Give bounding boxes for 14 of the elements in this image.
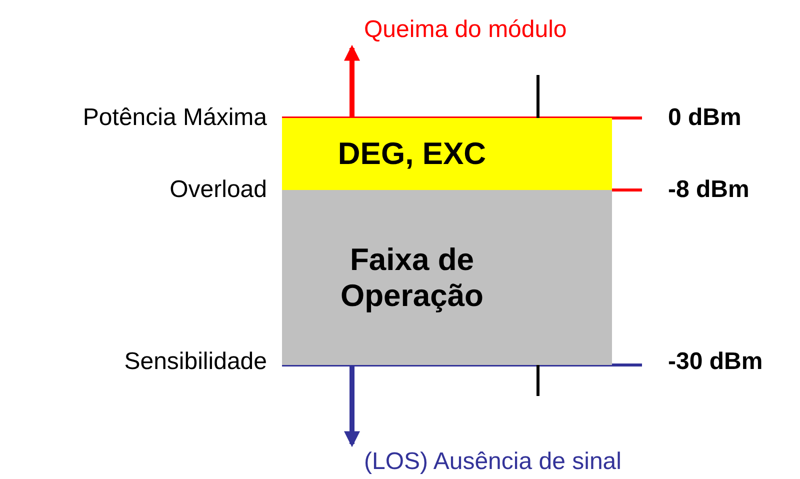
annotation-text: Queima do módulo <box>342 12 672 48</box>
arrow <box>344 365 360 448</box>
level-name: Overload <box>170 176 267 204</box>
band-label: DEG, EXC <box>336 136 488 172</box>
level-band <box>282 118 612 190</box>
arrow <box>344 44 360 118</box>
power-value: -30 dBm <box>668 348 763 376</box>
power-value: 0 dBm <box>668 104 742 132</box>
band-label: Faixa de Operação <box>339 242 484 314</box>
annotation-text: (LOS) Ausência de sinal <box>342 444 762 479</box>
level-name: Sensibilidade <box>124 348 267 376</box>
power-value: -8 dBm <box>668 176 750 204</box>
level-band <box>282 190 612 365</box>
level-name: Potência Máxima <box>82 104 267 132</box>
